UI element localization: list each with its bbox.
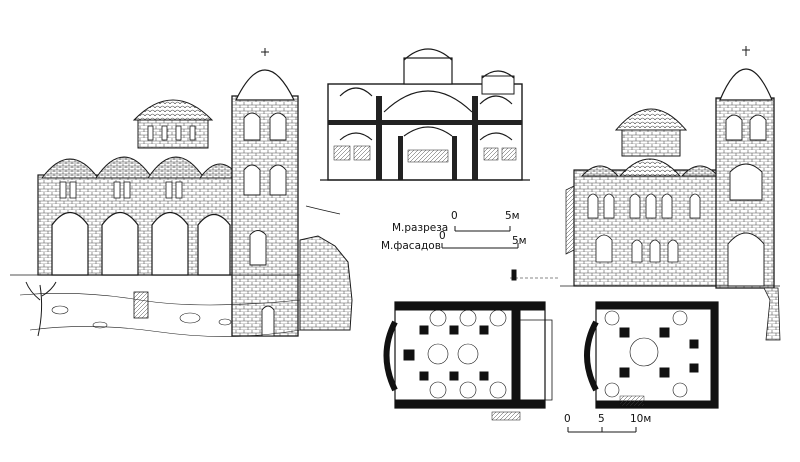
- plan-right: [584, 301, 719, 409]
- scale-section-label: М.разреза: [392, 222, 449, 234]
- scale-bar-section: [454, 226, 511, 232]
- section-drawing: [320, 48, 530, 181]
- scale-plans-tick-start: 0: [564, 413, 571, 425]
- scale-facades-label: М.фасадов: [381, 240, 441, 252]
- scale-bar-plans: [567, 427, 637, 433]
- scale-section-tick-end: 5м: [505, 210, 520, 222]
- scale-plans-tick-end: 10м: [630, 413, 652, 425]
- scale-plans-tick-mid: 5: [598, 413, 605, 425]
- left-facade-drawing: [10, 48, 353, 337]
- right-facade-drawing: [560, 46, 781, 341]
- scale-facades-tick-end: 5м: [512, 235, 527, 247]
- plan-left: [383, 269, 560, 421]
- scale-bar-facades: [441, 243, 519, 249]
- scale-facades-tick-start: 0: [439, 230, 446, 242]
- scale-section-tick-start: 0: [451, 210, 458, 222]
